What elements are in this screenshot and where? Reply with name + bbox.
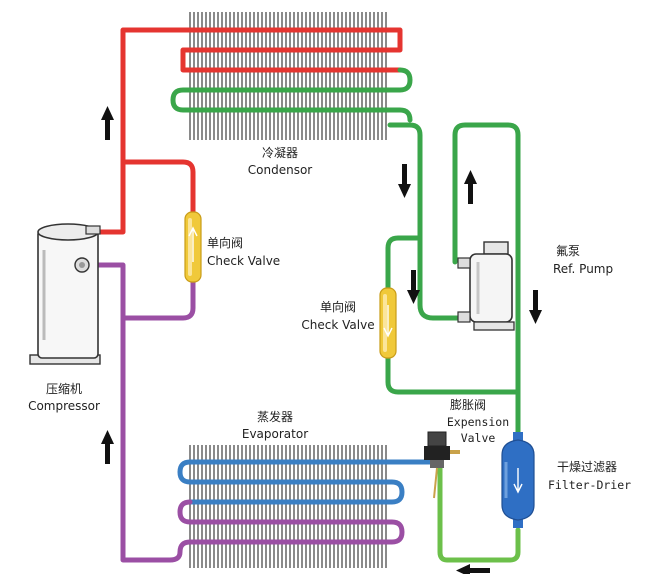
check-valve-1-label-en: Check Valve [207,254,281,268]
arrow-up-left-bottom [101,430,114,464]
check-valve-bypass-purple [120,277,196,321]
filter-drier-label-en: Filter-Drier [548,478,632,492]
discharge-line [95,27,403,235]
pump-label-cn: 氟泵 [556,244,581,258]
check-valve-2-label-cn: 单向阀 [319,300,356,314]
arrow-left-bottom [456,564,490,574]
arrow-down-right-riser [529,290,542,324]
check-valve-2 [379,287,397,359]
check-valve-2-arrow [383,305,393,338]
condenser-outlet-line [387,122,471,321]
pump-loop-line [452,122,521,443]
condenser-label-en: Condensor [247,163,313,177]
evaporator-fins [189,445,387,568]
check-valve-2-label-en: Check Valve [301,318,375,332]
filter-to-expansion-line [437,462,521,563]
check-valve-1-arrow [188,226,198,262]
check-valve-bypass-red [120,159,196,218]
condenser-liquid-coil [170,67,413,123]
refrigerant-pump [457,241,515,331]
arrow-up-pump-outlet [464,170,477,204]
evaporator-label-en: Evaporator [241,427,309,441]
expansion-valve-label-en-2: Valve [460,431,496,445]
arrow-down-condenser-outlet [398,164,411,198]
flow-arrows [101,106,542,574]
compressor-label-en: Compressor [28,399,100,413]
compressor [29,223,101,365]
check-valve-1-label-cn: 单向阀 [207,236,244,250]
expansion-valve-label-en-1: Expension [446,415,510,429]
evaporator-suction-coil [95,262,405,563]
pump-label-en: Ref. Pump [553,262,614,276]
filter-drier-label-cn: 干燥过滤器 [557,460,618,474]
evaporator-label-cn: 蒸发器 [256,410,293,424]
expansion-valve [424,431,460,499]
check-valve-1 [184,211,202,283]
filter-drier [501,432,535,528]
filter-drier-arrow [513,468,523,494]
condenser-label-cn: 冷凝器 [261,146,298,160]
compressor-label-cn: 压缩机 [45,382,82,396]
arrow-up-left-top [101,106,114,140]
expansion-valve-label-cn: 膨胀阀 [449,398,486,412]
condenser-fins [189,12,387,140]
evaporator-inlet-line [177,459,433,505]
arrow-down-pump-inlet [407,270,420,304]
